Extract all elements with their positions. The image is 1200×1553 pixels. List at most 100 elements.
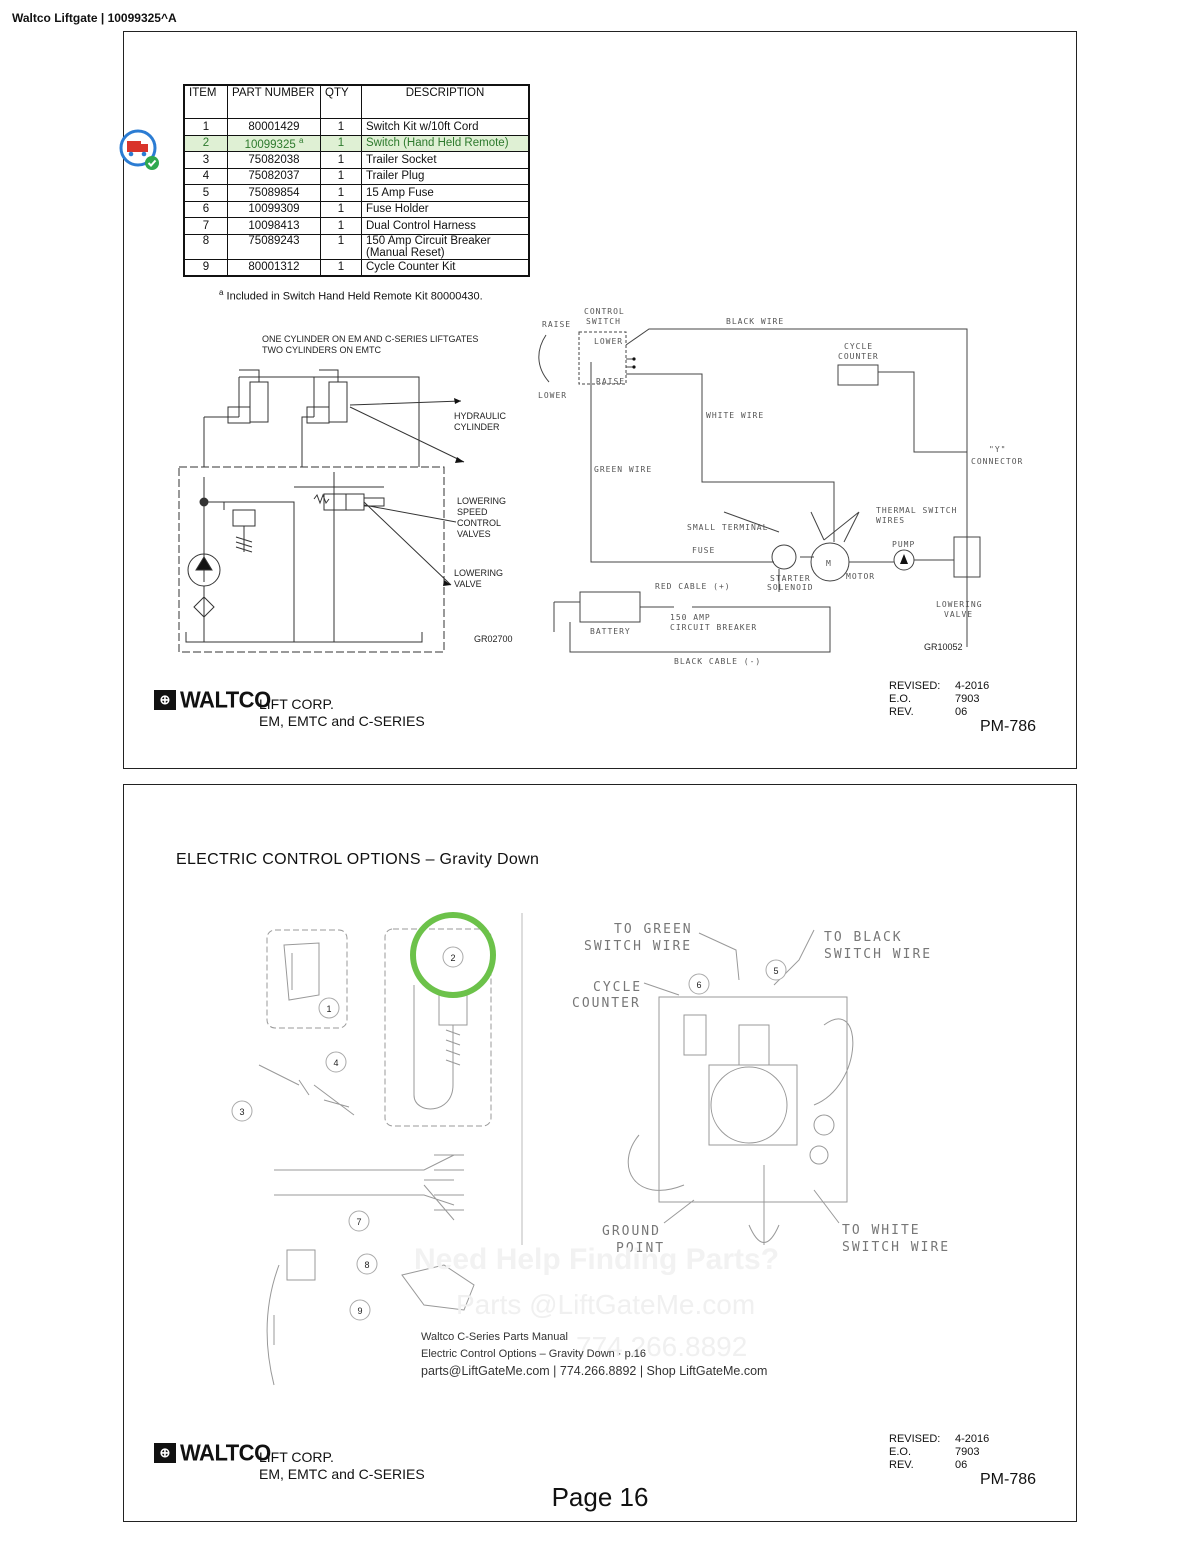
svg-text:CYLINDER: CYLINDER <box>454 422 500 432</box>
svg-text:BATTERY: BATTERY <box>590 627 631 636</box>
svg-text:SMALL TERMINAL: SMALL TERMINAL <box>687 523 768 532</box>
cylinder-note-2: TWO CYLINDERS ON EMTC <box>262 345 382 355</box>
svg-text:M: M <box>826 559 832 568</box>
page-number: Page 16 <box>551 1482 649 1512</box>
caption-block: Waltco C-Series Parts Manual Electric Co… <box>421 1331 768 1378</box>
svg-text:LOWERING: LOWERING <box>457 496 506 506</box>
revision-block: REVISED:4-2016 E.O.7903 REV.06 <box>889 680 990 718</box>
section-title: ELECTRIC CONTROL OPTIONS – Gravity Down <box>176 851 540 868</box>
footnote-ref: a <box>298 135 304 145</box>
hydraulic-schematic: ONE CYLINDER ON EM AND C-SERIES LIFTGATE… <box>178 334 513 653</box>
svg-text:VALVE: VALVE <box>944 610 973 619</box>
svg-text:COUNTER: COUNTER <box>838 352 879 361</box>
cart-check-icon[interactable] <box>118 128 162 172</box>
svg-text:SWITCH WIRE: SWITCH WIRE <box>824 947 932 962</box>
watermark-line-2: Parts @LiftGateMe.com <box>456 1289 756 1320</box>
table-footnote: a Included in Switch Hand Held Remote Ki… <box>219 288 483 303</box>
parts-exploded-diagram: 1 2 3 4 5 6 7 8 9 TO GREEN SWITCH WIRE T… <box>231 912 950 1386</box>
pm-number: PM-786 <box>980 718 1037 735</box>
callout-6: 6 <box>696 980 701 990</box>
svg-text:CIRCUIT BREAKER: CIRCUIT BREAKER <box>670 623 757 632</box>
col-item: ITEM <box>183 84 228 119</box>
electrical-schematic: CONTROL SWITCH RAISE LOWER RAISE LOWER B… <box>538 307 1023 666</box>
svg-text:MOTOR: MOTOR <box>846 572 875 581</box>
svg-text:150 AMP: 150 AMP <box>670 613 711 622</box>
watermark-line-3: 774.266.8892 <box>576 1331 748 1362</box>
contact-line[interactable]: parts@LiftGateMe.com | 774.266.8892 | Sh… <box>421 1364 768 1378</box>
svg-text:CONTROL: CONTROL <box>457 518 501 528</box>
callout-9: 9 <box>357 1306 362 1316</box>
svg-text:LOWERING: LOWERING <box>936 600 983 609</box>
svg-text:POINT: POINT <box>616 1241 665 1256</box>
svg-text:SOLENOID: SOLENOID <box>767 583 814 592</box>
svg-text:SWITCH: SWITCH <box>586 317 621 326</box>
col-qty: QTY <box>320 84 362 119</box>
col-part-number: PART NUMBER <box>227 84 321 119</box>
svg-text:STARTER: STARTER <box>770 574 811 583</box>
svg-text:WHITE WIRE: WHITE WIRE <box>706 411 764 420</box>
callout-3: 3 <box>239 1107 244 1117</box>
svg-text:BLACK CABLE (-): BLACK CABLE (-) <box>674 657 761 666</box>
svg-text:CYCLE: CYCLE <box>593 980 642 995</box>
svg-text:VALVE: VALVE <box>454 579 482 589</box>
svg-text:LOWERING: LOWERING <box>454 568 503 578</box>
svg-text:SWITCH WIRE: SWITCH WIRE <box>842 1240 950 1255</box>
col-description: DESCRIPTION <box>361 84 530 119</box>
svg-text:TO GREEN: TO GREEN <box>614 922 693 937</box>
svg-text:SWITCH WIRE: SWITCH WIRE <box>584 939 692 954</box>
svg-text:GR10052: GR10052 <box>924 642 963 652</box>
electric-control-panel: ELECTRIC CONTROL OPTIONS – Gravity Down <box>123 784 1077 1522</box>
callout-1: 1 <box>326 1004 331 1014</box>
svg-text:WIRES: WIRES <box>876 516 905 525</box>
callout-5: 5 <box>773 966 778 976</box>
svg-text:THERMAL SWITCH: THERMAL SWITCH <box>876 506 957 515</box>
svg-text:VALVES: VALVES <box>457 529 491 539</box>
svg-text:COUNTER: COUNTER <box>572 996 641 1011</box>
svg-text:RED CABLE (+): RED CABLE (+) <box>655 582 731 591</box>
document-title: Waltco Liftgate | 10099325^A <box>12 11 177 25</box>
watermark-line-1: Need Help Finding Parts? <box>414 1243 780 1276</box>
svg-text:"Y": "Y" <box>989 445 1006 454</box>
svg-text:LOWER: LOWER <box>538 391 567 400</box>
company-block: LIFT CORP. EM, EMTC and C-SERIES <box>259 1449 425 1482</box>
waltco-logo: ⊕ WALTCO <box>154 686 271 713</box>
black-wire-label: BLACK WIRE <box>726 317 784 326</box>
svg-text:CONTROL: CONTROL <box>584 307 625 316</box>
svg-text:SPEED: SPEED <box>457 507 488 517</box>
svg-text:PUMP: PUMP <box>892 540 915 549</box>
callout-4: 4 <box>333 1058 338 1068</box>
revision-block: REVISED:4-2016 E.O.7903 REV.06 <box>889 1433 990 1471</box>
svg-text:RAISE: RAISE <box>596 377 625 386</box>
svg-text:HYDRAULIC: HYDRAULIC <box>454 411 507 421</box>
drawing-code: GR02700 <box>474 634 513 644</box>
callout-8: 8 <box>364 1260 369 1270</box>
callout-2: 2 <box>450 953 455 963</box>
svg-text:GREEN WIRE: GREEN WIRE <box>594 465 652 474</box>
svg-text:LOWER: LOWER <box>594 337 623 346</box>
company-block: LIFT CORP. EM, EMTC and C-SERIES <box>259 696 425 729</box>
highlight-circle[interactable] <box>410 912 496 998</box>
svg-text:CYCLE: CYCLE <box>844 342 873 351</box>
logo-mark-icon: ⊕ <box>154 690 176 710</box>
svg-text:TO WHITE: TO WHITE <box>842 1223 921 1238</box>
part-number: 10099325 <box>244 138 296 151</box>
svg-text:RAISE: RAISE <box>542 320 571 329</box>
svg-text:CONNECTOR: CONNECTOR <box>971 457 1023 466</box>
svg-text:FUSE: FUSE <box>692 546 715 555</box>
pm-number: PM-786 <box>980 1471 1037 1488</box>
svg-text:GROUND: GROUND <box>602 1224 661 1239</box>
waltco-logo: ⊕ WALTCO <box>154 1439 271 1466</box>
svg-text:TO BLACK: TO BLACK <box>824 930 903 945</box>
cylinder-note-1: ONE CYLINDER ON EM AND C-SERIES LIFTGATE… <box>262 334 478 344</box>
logo-mark-icon: ⊕ <box>154 1443 176 1463</box>
callout-7: 7 <box>356 1217 361 1227</box>
